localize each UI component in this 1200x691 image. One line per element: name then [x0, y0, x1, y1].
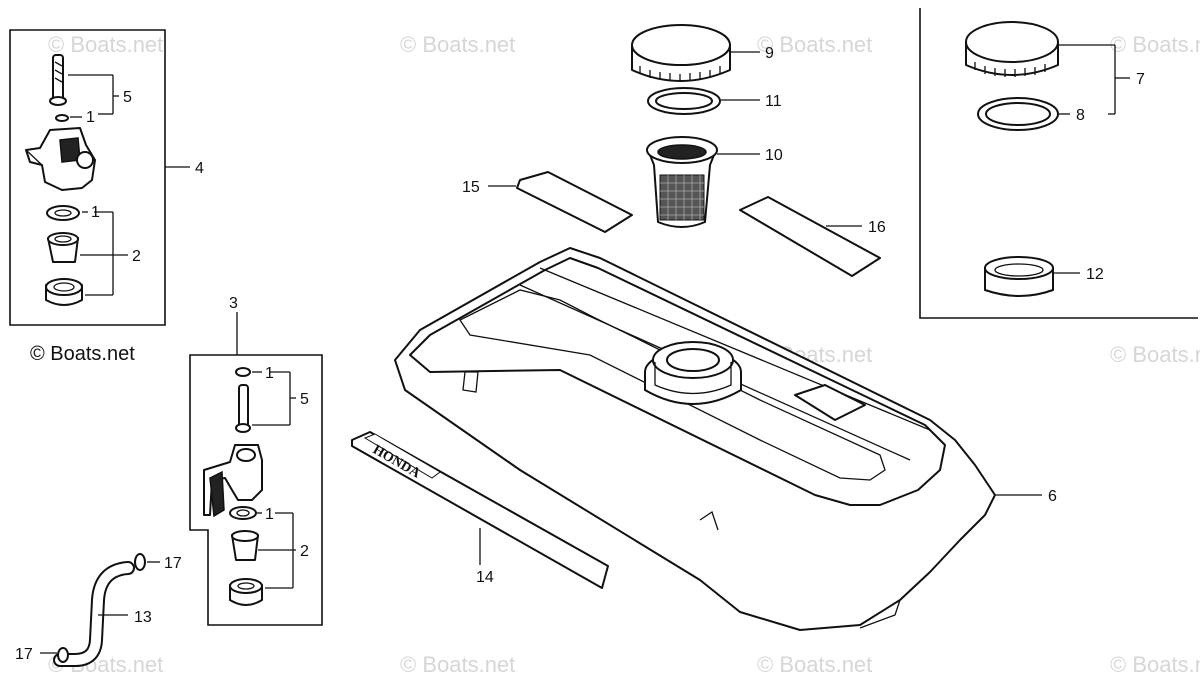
- callout-5: 5: [300, 391, 309, 408]
- callout-14: 14: [476, 569, 494, 586]
- callout-17: 17: [15, 646, 33, 663]
- callout-12: 12: [1086, 266, 1104, 283]
- watermark: © Boats.net: [757, 652, 872, 677]
- fuel-valve-assembly-box: 4 5 1 1: [9, 29, 204, 326]
- watermark: © Boats.net: [48, 32, 163, 57]
- decal-16: 16: [739, 196, 886, 277]
- callout-5: 5: [123, 89, 132, 106]
- fuel-valve-assembly-box-2: 3 1 5 1 2: [189, 295, 323, 626]
- callout-1: 1: [86, 109, 95, 126]
- watermark: © Boats.net: [400, 652, 515, 677]
- callout-9: 9: [765, 45, 774, 62]
- callout-6: 6: [1048, 488, 1057, 505]
- watermark: © Boats.net: [1110, 652, 1200, 677]
- callout-11: 11: [765, 93, 782, 110]
- fuel-cap-group: 9 11 10: [631, 24, 783, 228]
- decal-15: 15: [462, 171, 633, 233]
- copyright: © Boats.net: [30, 343, 135, 365]
- callout-17: 17: [164, 555, 182, 572]
- callout-2: 2: [132, 248, 141, 265]
- callout-8: 8: [1076, 107, 1085, 124]
- callout-1: 1: [265, 365, 274, 382]
- watermark: © Boats.net: [757, 32, 872, 57]
- fuel-tube: 13 17 17: [15, 553, 182, 667]
- watermark: © Boats.net: [1110, 342, 1200, 367]
- alt-cap-box: 7 8 12: [919, 8, 1198, 319]
- callout-15: 15: [462, 179, 480, 196]
- callout-10: 10: [765, 147, 783, 164]
- callout-7: 7: [1136, 71, 1145, 88]
- fuel-tank: 6: [394, 247, 1057, 631]
- watermark: © Boats.net: [1110, 32, 1200, 57]
- watermark: © Boats.net: [400, 32, 515, 57]
- callout-3: 3: [229, 295, 238, 312]
- callout-4: 4: [195, 160, 204, 177]
- callout-1: 1: [265, 506, 274, 523]
- callout-2: 2: [300, 543, 309, 560]
- callout-16: 16: [868, 219, 886, 236]
- callout-13: 13: [134, 609, 152, 626]
